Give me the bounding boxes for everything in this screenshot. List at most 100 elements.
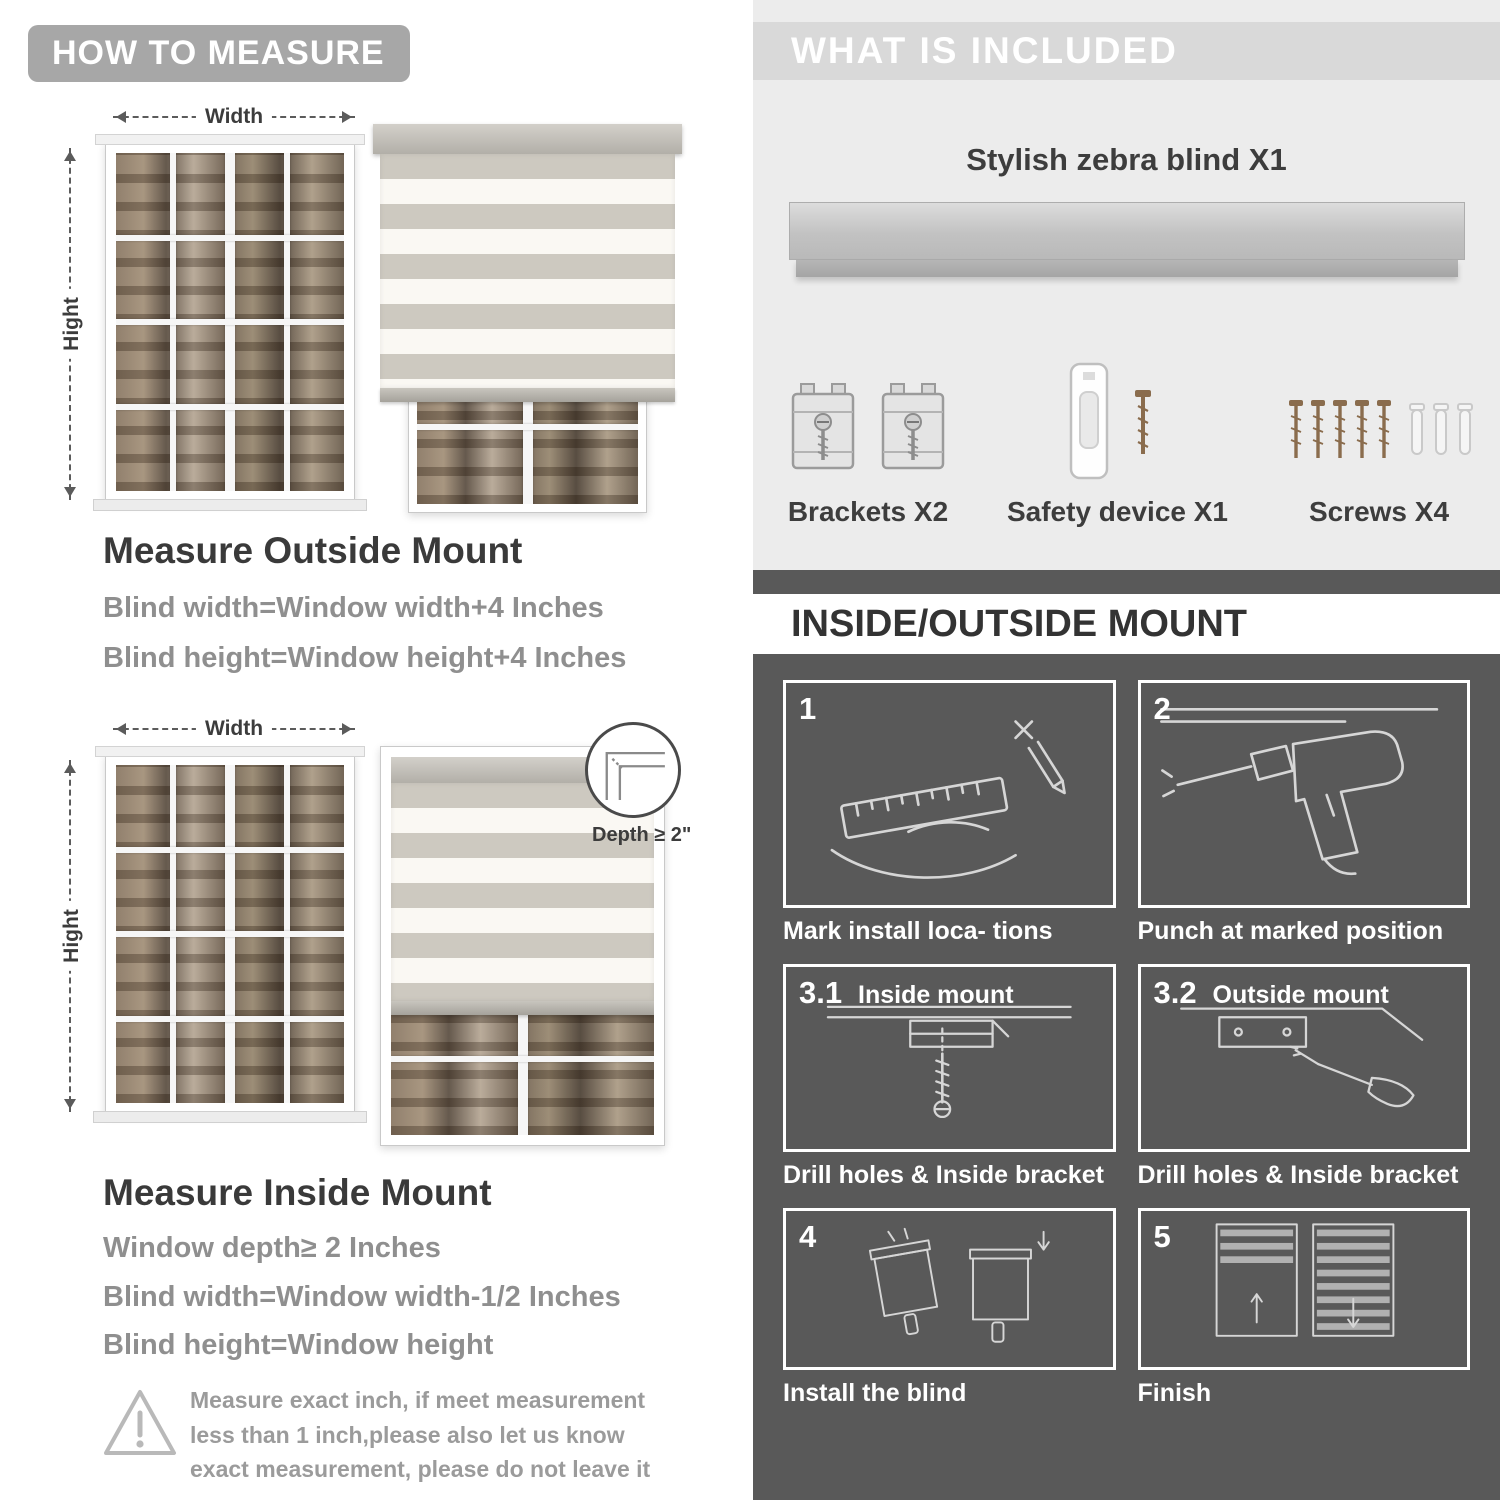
inside-mount-line-2: Blind width=Window width-1/2 Inches xyxy=(103,1281,621,1313)
pane-divider xyxy=(116,403,344,410)
zebra-blind xyxy=(373,124,682,402)
outside-blind-illustration xyxy=(373,118,682,513)
step-3-2-panel: 3.2 Outside mount xyxy=(1137,964,1470,1152)
pane-divider xyxy=(116,234,344,241)
right-panel: WHAT IS INCLUDED Stylish zebra blind X1 xyxy=(753,0,1500,1500)
step-number: 5 xyxy=(1153,1219,1171,1254)
headrail-lip xyxy=(796,260,1458,277)
inside-mount-line-1: Window depth≥ 2 Inches xyxy=(103,1232,441,1264)
window-corner-detail-icon xyxy=(605,751,665,800)
width-label: Width xyxy=(195,105,273,129)
step-number: 2 xyxy=(1153,691,1171,726)
drill-illustration xyxy=(1159,707,1438,876)
window-frame xyxy=(93,134,367,511)
width-label: Width xyxy=(195,717,273,741)
included-item-brackets: Brackets X2 xyxy=(785,330,951,528)
height-arrow: Hight xyxy=(60,760,84,1112)
blind-cassette xyxy=(373,124,682,154)
step-number: 4 xyxy=(799,1219,817,1254)
width-arrow: Width xyxy=(113,717,355,741)
outside-mount-line-2: Blind height=Window height+4 Inches xyxy=(103,642,627,674)
pane-divider xyxy=(116,846,344,853)
inside-blind-illustration xyxy=(380,742,665,1150)
step-3-1: 3.1 Inside mount xyxy=(783,964,1116,1190)
height-label: Hight xyxy=(60,289,84,359)
step-caption: Finish xyxy=(1137,1379,1212,1407)
width-arrow: Width xyxy=(113,105,355,129)
pane-divider xyxy=(417,423,638,430)
window-head xyxy=(95,134,365,145)
pane-divider xyxy=(116,931,344,937)
product-label: Stylish zebra blind X1 xyxy=(966,142,1287,177)
window-glass xyxy=(116,153,344,491)
brackets-label: Brackets X2 xyxy=(787,496,949,527)
mount-guide-section: INSIDE/OUTSIDE MOUNT 1 xyxy=(753,570,1500,1500)
step-caption: Drill holes & Inside bracket xyxy=(783,1161,1104,1189)
measure-warning-text: Measure exact inch, if meet measurement … xyxy=(190,1387,651,1482)
step-3-1-panel: 3.1 Inside mount xyxy=(783,964,1116,1152)
zebra-blind-headrail-illustration xyxy=(789,202,1465,277)
zebra-blind xyxy=(391,757,654,1015)
window-sill xyxy=(93,1111,367,1123)
blind-stripes xyxy=(380,154,675,388)
safety-device-icon xyxy=(1043,330,1193,482)
brackets-icon xyxy=(785,330,951,482)
window-glass xyxy=(116,765,344,1103)
step-5-panel: 5 xyxy=(1137,1208,1470,1370)
height-arrow: Hight xyxy=(60,148,84,500)
what-is-included-banner: WHAT IS INCLUDED xyxy=(753,22,1500,80)
how-to-measure-panel: HOW TO MEASURE Width Hight xyxy=(28,25,692,1482)
step-1: 1 xyxy=(783,680,1116,946)
step-number: 3.2 xyxy=(1153,975,1197,1010)
step-5: 5 xyxy=(1137,1208,1470,1408)
depth-detail-circle xyxy=(585,722,681,818)
pane-divider xyxy=(116,319,344,325)
window-frame xyxy=(380,746,665,1146)
window-frame xyxy=(93,746,367,1123)
mark-locations-illustration xyxy=(830,720,1066,879)
step-number: 3.1 xyxy=(799,975,843,1010)
step-sublabel: Outside mount xyxy=(1212,981,1389,1009)
mount-steps-grid: 1 xyxy=(783,680,1470,1408)
window-glass xyxy=(391,757,654,1135)
screws-label: Screws X4 xyxy=(1308,496,1450,527)
safety-device-label: Safety device X1 xyxy=(1006,496,1229,527)
step-caption: Install the blind xyxy=(783,1379,967,1407)
inside-mount-title: Measure Inside Mount xyxy=(103,1172,492,1213)
step-2: 2 Pu xyxy=(1137,680,1470,946)
step-caption: Drill holes & Inside bracket xyxy=(1137,1161,1459,1189)
outside-mount-line-1: Blind width=Window width+4 Inches xyxy=(103,592,604,624)
step-4-panel: 4 xyxy=(783,1208,1116,1370)
inside-window-illustration: Width Hight xyxy=(55,712,367,1132)
blind-bottom-rail xyxy=(391,1001,654,1015)
depth-label: Depth ≥ 2" xyxy=(592,824,692,846)
step-4: 4 xyxy=(783,1208,1116,1408)
step-number: 1 xyxy=(799,691,817,726)
headrail-bar xyxy=(789,202,1465,260)
window-sill xyxy=(93,499,367,511)
finish-illustration xyxy=(1215,1223,1394,1337)
pane-divider xyxy=(391,1056,654,1063)
blind-stripes xyxy=(391,783,654,1001)
step-2-panel: 2 xyxy=(1137,680,1470,908)
screws-icon xyxy=(1284,330,1474,482)
how-to-measure-banner: HOW TO MEASURE xyxy=(28,25,410,82)
step-caption: Punch at marked position xyxy=(1137,917,1444,945)
install-blind-illustration xyxy=(868,1227,1050,1343)
height-label: Hight xyxy=(60,901,84,971)
what-is-included-section: WHAT IS INCLUDED Stylish zebra blind X1 xyxy=(753,0,1500,570)
pane-divider xyxy=(116,1015,344,1022)
inside-bracket-illustration xyxy=(826,1005,1072,1119)
step-sublabel: Inside mount xyxy=(858,981,1014,1009)
included-item-screws: Screws X4 xyxy=(1284,330,1474,528)
warning-triangle-icon xyxy=(100,1385,180,1466)
step-3-2: 3.2 Outside mount xyxy=(1137,964,1470,1190)
inside-mount-line-3: Blind height=Window height xyxy=(103,1329,494,1361)
outside-window-illustration: Width Hight xyxy=(55,100,367,520)
mount-guide-banner: INSIDE/OUTSIDE MOUNT xyxy=(753,594,1500,654)
window-head xyxy=(95,746,365,757)
outside-bracket-illustration xyxy=(1179,1007,1423,1108)
included-items-row: Brackets X2 Safety device X1 xyxy=(785,330,1474,528)
step-caption: Mark install loca- tions xyxy=(783,917,1053,945)
